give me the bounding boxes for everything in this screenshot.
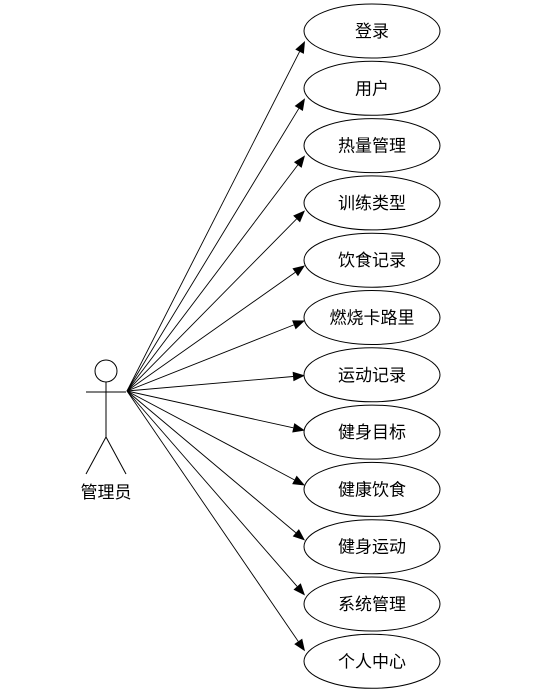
association-line-1 bbox=[126, 51, 300, 392]
use-case-1[interactable]: 登录 bbox=[303, 3, 441, 59]
actor-label: 管理员 bbox=[81, 483, 132, 503]
use-case-label: 用户 bbox=[355, 79, 389, 99]
use-case-ellipse bbox=[303, 576, 441, 632]
association-line-12 bbox=[126, 390, 299, 642]
arrow-head-12 bbox=[294, 638, 305, 652]
actor-admin[interactable]: 管理员 bbox=[81, 359, 132, 503]
arrow-head-2 bbox=[294, 98, 305, 112]
use-case-ellipse bbox=[303, 347, 441, 403]
use-case-ellipse bbox=[303, 461, 441, 517]
use-case-11[interactable]: 系统管理 bbox=[303, 576, 441, 632]
association-line-2 bbox=[126, 108, 300, 392]
arrow-head-5 bbox=[292, 265, 305, 277]
association-line-11 bbox=[126, 390, 298, 587]
arrow-head-6 bbox=[292, 320, 305, 330]
arrow-head-11 bbox=[293, 583, 305, 596]
use-case-label: 燃烧卡路里 bbox=[330, 309, 415, 329]
use-case-label: 热量管理 bbox=[338, 137, 406, 157]
arrow-head-4 bbox=[293, 210, 305, 223]
use-case-label: 个人中心 bbox=[338, 652, 406, 672]
association-line-10 bbox=[126, 390, 297, 534]
arrow-head-7 bbox=[292, 371, 305, 382]
use-case-10[interactable]: 健身运动 bbox=[303, 519, 441, 575]
arrow-head-1 bbox=[295, 41, 305, 54]
use-case-4[interactable]: 训练类型 bbox=[303, 175, 441, 231]
actor-left-leg bbox=[85, 436, 107, 475]
use-case-6[interactable]: 燃烧卡路里 bbox=[303, 290, 441, 345]
use-case-label: 健康饮食 bbox=[338, 480, 406, 500]
use-case-label: 运动记录 bbox=[338, 366, 406, 386]
use-case-ellipse bbox=[303, 290, 441, 345]
association-line-9 bbox=[126, 390, 295, 481]
use-case-ellipse bbox=[303, 232, 441, 288]
actor-right-leg bbox=[105, 436, 127, 475]
association-line-3 bbox=[126, 164, 299, 392]
use-case-ellipse bbox=[303, 3, 441, 59]
use-case-label: 登录 bbox=[355, 22, 389, 42]
association-line-8 bbox=[126, 390, 294, 429]
use-case-ellipse bbox=[303, 60, 441, 116]
use-case-ellipse bbox=[303, 175, 441, 231]
use-case-label: 健身目标 bbox=[338, 423, 406, 443]
use-case-label: 系统管理 bbox=[338, 595, 406, 615]
use-case-ellipse bbox=[303, 118, 441, 174]
use-case-label: 饮食记录 bbox=[338, 251, 406, 271]
association-line-5 bbox=[126, 271, 296, 392]
arrow-head-8 bbox=[292, 423, 305, 433]
association-line-7 bbox=[126, 376, 294, 392]
use-case-8[interactable]: 健身目标 bbox=[303, 404, 441, 460]
use-case-2[interactable]: 用户 bbox=[303, 60, 441, 116]
use-case-list: 登录用户热量管理训练类型饮食记录燃烧卡路里运动记录健身目标健康饮食健身运动系统管… bbox=[303, 3, 441, 689]
use-case-label: 健身运动 bbox=[338, 538, 406, 558]
use-case-label: 训练类型 bbox=[338, 194, 406, 214]
arrow-head-10 bbox=[292, 529, 305, 541]
use-case-3[interactable]: 热量管理 bbox=[303, 118, 441, 174]
association-line-4 bbox=[126, 218, 297, 392]
actor-head bbox=[94, 359, 118, 383]
arrow-head-9 bbox=[292, 475, 305, 486]
use-case-5[interactable]: 饮食记录 bbox=[303, 232, 441, 288]
use-case-ellipse bbox=[303, 633, 441, 689]
association-line-6 bbox=[126, 324, 295, 392]
use-case-ellipse bbox=[303, 404, 441, 460]
use-case-12[interactable]: 个人中心 bbox=[303, 633, 441, 689]
use-case-9[interactable]: 健康饮食 bbox=[303, 461, 441, 517]
use-case-ellipse bbox=[303, 519, 441, 575]
association-lines bbox=[126, 41, 305, 652]
use-case-7[interactable]: 运动记录 bbox=[303, 347, 441, 403]
arrow-head-3 bbox=[293, 155, 305, 168]
